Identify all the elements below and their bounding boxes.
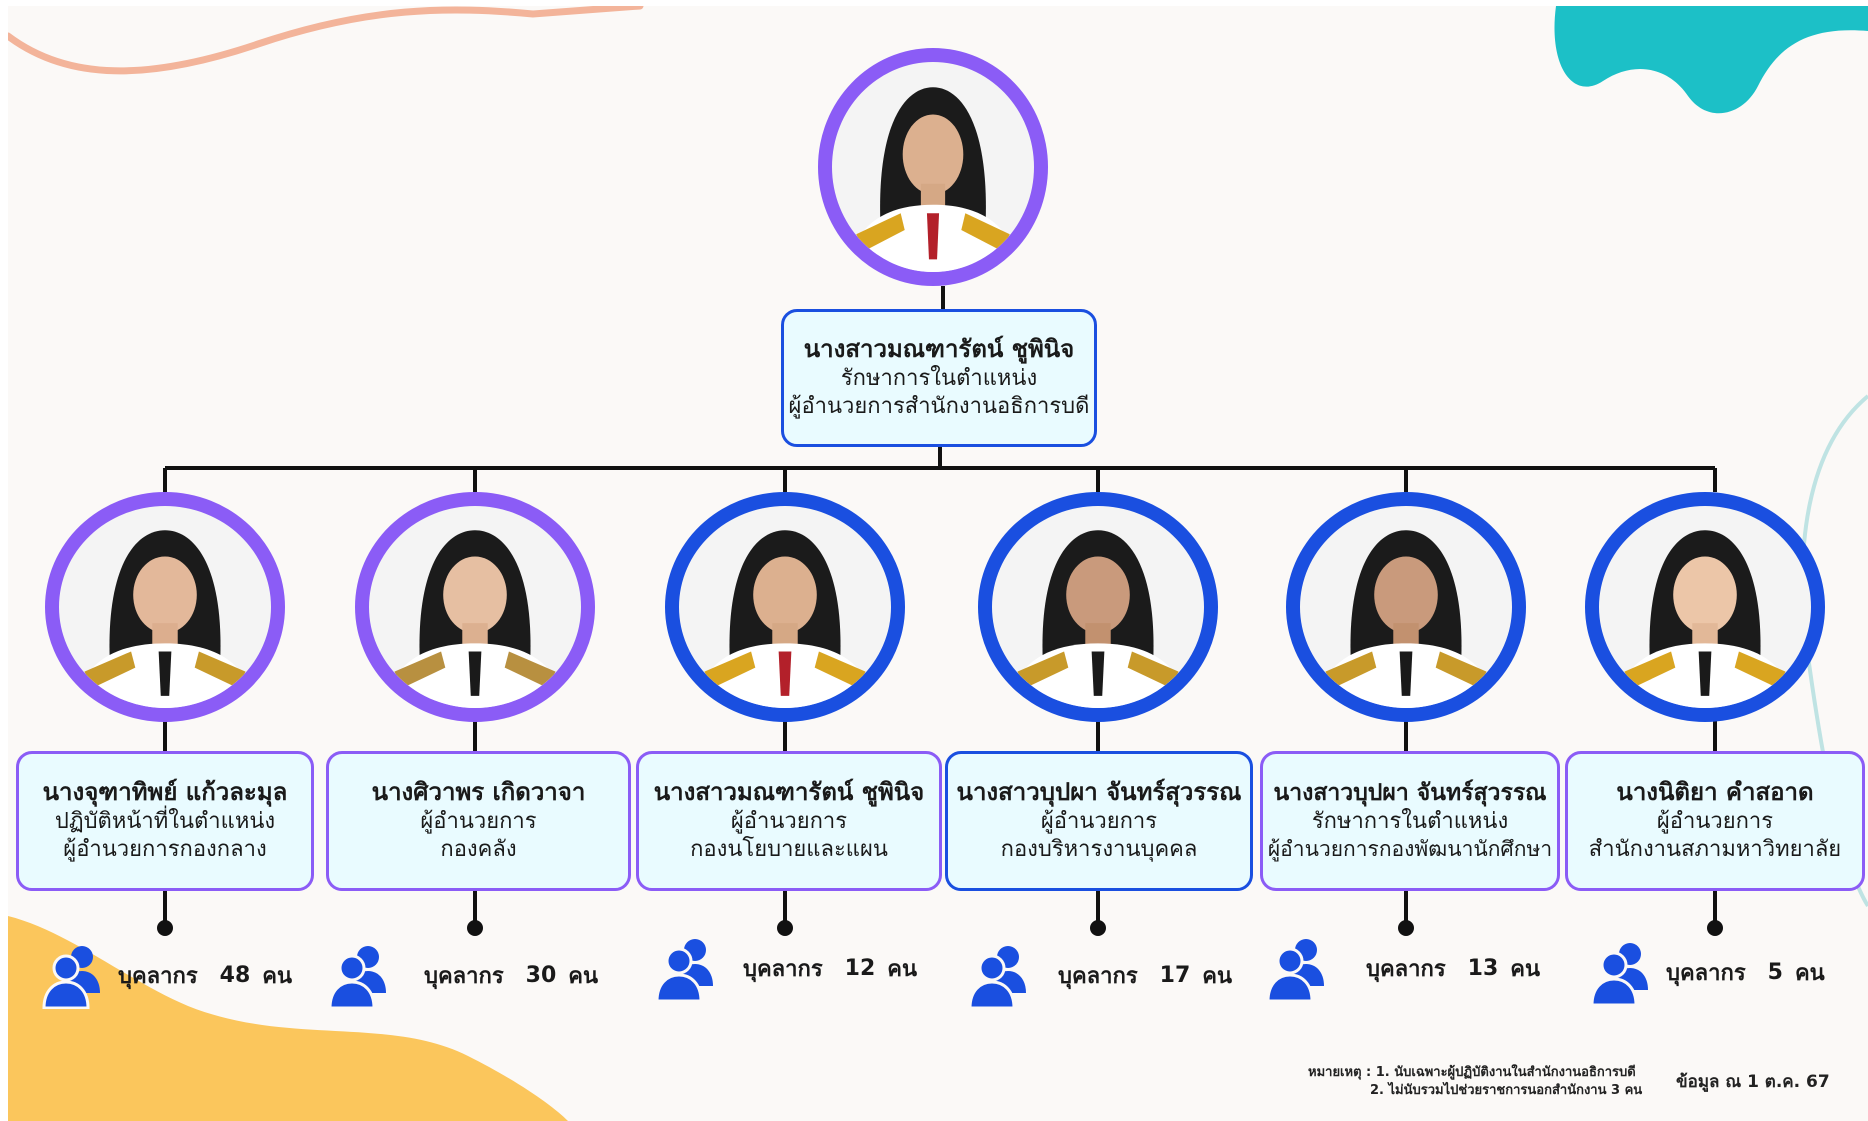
division-head-name: นางจุฑาทิพย์ แก้วละมุล — [42, 778, 288, 807]
people-icon — [968, 946, 1026, 1009]
staff-label: บุคลากร — [1058, 963, 1138, 989]
yellow-blob — [8, 916, 568, 1121]
division-head-name: นางสาวมณฑารัตน์ ชูพินิจ — [653, 778, 925, 807]
division-portrait — [1286, 492, 1526, 722]
director-title-line2: ผู้อำนวยการสำนักงานอธิการบดี — [788, 394, 1090, 420]
staff-number: 12 — [844, 955, 876, 981]
division-portrait — [45, 492, 285, 722]
data-as-of-date: ข้อมูล ณ 1 ต.ค. 67 — [1676, 1072, 1830, 1092]
division-title-line1: ผู้อำนวยการ — [1040, 809, 1158, 835]
peach-wave-line — [8, 6, 644, 75]
division-head-name: นางสาวบุปผา จันทร์สุวรรณ — [956, 778, 1242, 807]
division-title-line2: กองบริหารงานบุคคล — [1000, 837, 1198, 863]
staff-number: 13 — [1467, 955, 1499, 981]
staff-unit: คน — [1510, 956, 1541, 982]
division-card: นางนิติยา คำสอาด ผู้อำนวยการ สำนักงานสภา… — [1565, 751, 1865, 891]
staff-unit: คน — [887, 956, 918, 982]
staff-label: บุคลากร — [118, 963, 198, 989]
division-card: นางสาวมณฑารัตน์ ชูพินิจ ผู้อำนวยการ กองน… — [636, 751, 942, 891]
division-portrait — [978, 492, 1218, 722]
division-staff-count: บุคลากร 12 คน — [655, 934, 917, 1002]
division-card: นางศิวาพร เกิดวาจา ผู้อำนวยการ กองคลัง — [326, 751, 631, 891]
staff-label: บุคลากร — [743, 956, 823, 982]
footnote-line2: 2. ไม่นับรวมไปช่วยราชการนอกสำนักงาน 3 คน — [1370, 1082, 1643, 1098]
teal-blob — [1554, 6, 1868, 114]
org-connectors — [157, 286, 1723, 936]
people-icon — [655, 939, 713, 1002]
division-title-line2: กองนโยบายและแผน — [690, 837, 888, 863]
division-staff-count: บุคลากร 48 คน — [42, 941, 292, 1009]
division-title-line1: ผู้อำนวยการ — [1656, 809, 1774, 835]
division-staff-count: บุคลากร 30 คน — [328, 941, 598, 1009]
division-portrait — [665, 492, 905, 722]
staff-label: บุคลากร — [1666, 960, 1746, 986]
division-portrait — [355, 492, 595, 722]
footnote-line1: หมายเหตุ : 1. นับเฉพาะผู้ปฏิบัติงานในสำน… — [1308, 1065, 1636, 1080]
division-staff-count: บุคลากร 13 คน — [1266, 934, 1540, 1002]
division-title-line2: กองคลัง — [440, 837, 517, 863]
division-head-name: นางนิติยา คำสอาด — [1616, 778, 1814, 807]
staff-number: 48 — [219, 962, 251, 988]
division-card: นางสาวบุปผา จันทร์สุวรรณ ผู้อำนวยการ กอง… — [945, 751, 1253, 891]
division-staff-count: บุคลากร 17 คน — [968, 941, 1232, 1009]
people-icon — [42, 946, 100, 1009]
division-title-line1: รักษาการในตำแหน่ง — [1311, 809, 1509, 835]
division-title-line1: ผู้อำนวยการ — [730, 809, 848, 835]
staff-unit: คน — [1202, 963, 1233, 989]
division-card: นางสาวบุปผา จันทร์สุวรรณ รักษาการในตำแหน… — [1260, 751, 1560, 891]
org-chart-canvas: นางสาวมณฑารัตน์ ชูพินิจ รักษาการในตำแหน่… — [8, 6, 1868, 1121]
division-portrait — [1585, 492, 1825, 722]
division-head-name: นางศิวาพร เกิดวาจา — [371, 778, 586, 807]
division-title-line1: ผู้อำนวยการ — [420, 809, 537, 835]
staff-unit: คน — [568, 963, 599, 989]
division-title-line2: สำนักงานสภามหาวิทยาลัย — [1588, 837, 1842, 863]
division-card: นางจุฑาทิพย์ แก้วละมุล ปฏิบัติหน้าที่ในต… — [16, 751, 314, 891]
staff-label: บุคลากร — [1366, 956, 1446, 982]
director-card: นางสาวมณฑารัตน์ ชูพินิจ รักษาการในตำแหน่… — [781, 309, 1097, 447]
director-name: นางสาวมณฑารัตน์ ชูพินิจ — [803, 335, 1075, 364]
staff-unit: คน — [262, 963, 293, 989]
people-icon — [1590, 943, 1648, 1006]
division-staff-count: บุคลากร 5 คน — [1590, 938, 1825, 1006]
people-icon — [1266, 939, 1324, 1002]
staff-number: 5 — [1767, 959, 1783, 985]
division-title-line2: ผู้อำนวยการกองกลาง — [63, 837, 267, 863]
division-head-name: นางสาวบุปผา จันทร์สุวรรณ — [1273, 779, 1547, 806]
staff-unit: คน — [1794, 960, 1825, 986]
footnote: หมายเหตุ : 1. นับเฉพาะผู้ปฏิบัติงานในสำน… — [1308, 1064, 1642, 1099]
people-icon — [328, 946, 386, 1009]
staff-label: บุคลากร — [424, 963, 504, 989]
director-title-line1: รักษาการในตำแหน่ง — [840, 366, 1038, 392]
staff-number: 30 — [525, 962, 557, 988]
staff-number: 17 — [1159, 962, 1191, 988]
division-title-line1: ปฏิบัติหน้าที่ในตำแหน่ง — [54, 809, 276, 835]
division-title-line2: ผู้อำนวยการกองพัฒนานักศึกษา — [1267, 837, 1553, 862]
director-portrait — [818, 48, 1048, 286]
